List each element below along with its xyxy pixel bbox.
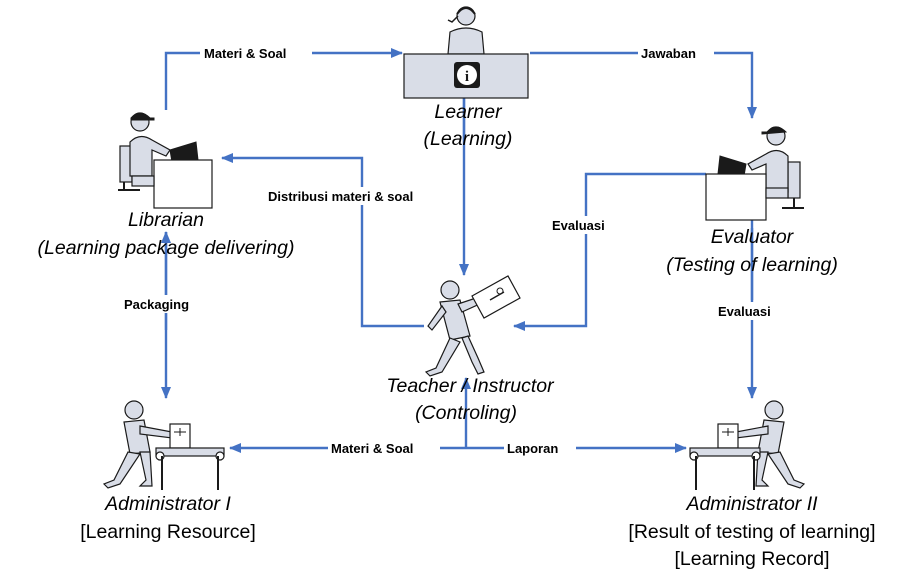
label-distribusi: Distribusi materi & soal: [268, 189, 413, 204]
admin1-role: [Learning Resource]: [80, 521, 256, 543]
edge-labels: Materi & Soal Jawaban Distribusi materi …: [122, 44, 788, 457]
label-materi-soal-top: Materi & Soal: [204, 46, 286, 61]
evaluator-role: (Testing of learning): [666, 254, 838, 276]
edge-evaluator-to-teacher: [513, 172, 706, 331]
evaluator-name: Evaluator: [711, 226, 795, 248]
learner-figure: i: [403, 6, 529, 99]
librarian-figure: [118, 112, 213, 209]
librarian-name: Librarian: [128, 209, 204, 231]
teacher-name: Teacher / Instructor: [386, 375, 555, 397]
evaluator-figure: [705, 126, 804, 221]
edge-librarian-to-learner: [164, 48, 403, 110]
librarian-role: (Learning package delivering): [38, 237, 295, 259]
info-icon: i: [454, 62, 480, 88]
label-packaging: Packaging: [124, 297, 189, 312]
label-jawaban: Jawaban: [641, 46, 696, 61]
teacher-role: (Controling): [415, 402, 517, 424]
edge-learner-to-evaluator: [530, 51, 757, 119]
label-laporan: Laporan: [507, 441, 558, 456]
label-materi-soal-bottom: Materi & Soal: [331, 441, 413, 456]
learner-name: Learner: [434, 101, 503, 123]
label-evaluasi-right: Evaluasi: [718, 304, 771, 319]
label-evaluasi-left: Evaluasi: [552, 218, 605, 233]
learner-role: (Learning): [424, 128, 513, 150]
admin1-figure: [102, 400, 225, 490]
envelope-icon: [471, 275, 521, 319]
admin2-role: [Result of testing of learning]: [628, 521, 875, 543]
admin2-role2: [Learning Record]: [674, 548, 829, 570]
teacher-figure: [424, 275, 521, 377]
admin2-name: Administrator II: [685, 493, 818, 515]
edge-teacher-to-librarian: [221, 153, 424, 328]
admin1-name: Administrator I: [104, 493, 231, 515]
svg-text:i: i: [465, 69, 469, 85]
admin2-figure: [689, 400, 806, 490]
